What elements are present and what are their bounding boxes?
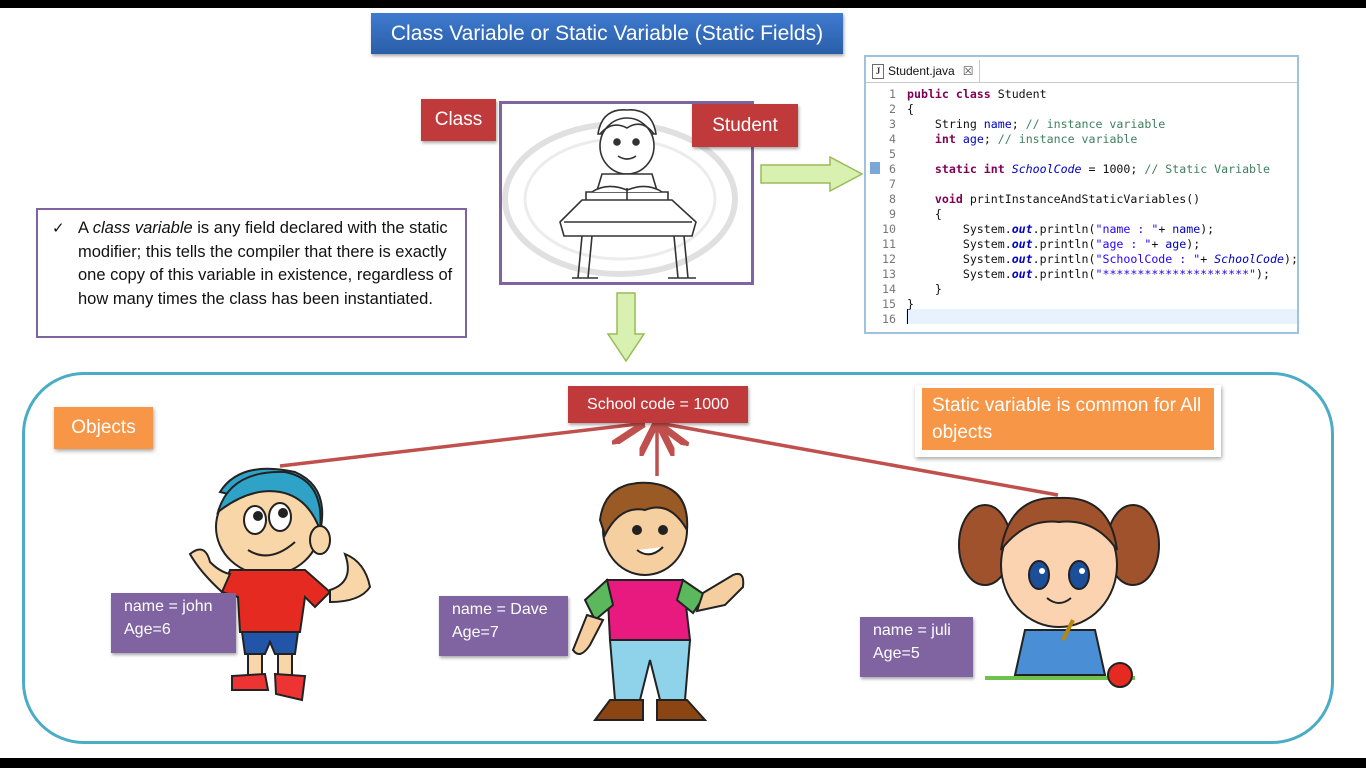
girl-juli-drawing: [958, 496, 1160, 688]
line-number: 4: [889, 132, 896, 146]
code-line: System.out.println("********************…: [907, 267, 1270, 281]
code-line: System.out.println("name : "+ name);: [907, 222, 1215, 236]
code-line: static int SchoolCode = 1000; // Static …: [934, 162, 1270, 176]
boy-john-drawing: [188, 467, 372, 702]
objects-label: Objects: [54, 407, 153, 449]
student-info-dave: name = Dave Age=7: [439, 596, 568, 656]
student-name: name = Dave: [452, 601, 548, 618]
line-number: 13: [882, 267, 896, 281]
student-info-john: name = john Age=6: [111, 593, 236, 653]
current-line-highlight: [906, 309, 1297, 324]
line-number: 16: [882, 312, 896, 326]
code-line: }: [907, 297, 914, 311]
down-arrow-icon: [606, 292, 646, 363]
close-icon[interactable]: ☒: [962, 64, 974, 78]
tab-label: Student.java: [888, 64, 955, 78]
static-note: Static variable is common for All object…: [922, 388, 1214, 450]
line-number: 12: [882, 252, 896, 266]
student-age: Age=6: [124, 621, 171, 638]
code-line: public class Student: [907, 87, 1047, 101]
line-number: 3: [889, 117, 896, 131]
definition-term: class variable: [92, 219, 193, 237]
line-number: 1: [889, 87, 896, 101]
code-line: String name; // instance variable: [907, 117, 1166, 131]
code-line: void printInstanceAndStaticVariables(): [934, 192, 1201, 206]
definition-box: ✓ A class variable is any field declared…: [36, 208, 467, 338]
line-number: 15: [882, 297, 896, 311]
java-file-icon: J: [872, 63, 884, 79]
student-name: name = john: [124, 598, 213, 615]
tab-student-java[interactable]: J Student.java ☒: [868, 60, 981, 82]
line-number: 5: [889, 147, 896, 161]
student-drawing: [502, 109, 738, 279]
line-number: 2: [889, 102, 896, 116]
tab-divider: [866, 82, 1297, 83]
definition-rest: is any field declared with the static mo…: [78, 219, 453, 308]
line-number: 8: [889, 192, 896, 206]
code-line: System.out.println("age : "+ age);: [907, 237, 1201, 251]
student-age: Age=5: [873, 645, 920, 662]
school-code-label: School code = 1000: [568, 386, 748, 423]
code-line: {: [907, 207, 942, 221]
student-name: name = juli: [873, 622, 951, 639]
code-line: {: [907, 102, 914, 116]
text-cursor: [907, 309, 908, 324]
line-number: 7: [889, 177, 896, 191]
class-label: Class: [421, 99, 496, 141]
line-number: 6: [889, 162, 896, 176]
top-black-bar: [0, 0, 1366, 8]
student-age: Age=7: [452, 624, 499, 641]
code-line: int age; // instance variable: [934, 132, 1138, 146]
code-line: }: [907, 282, 942, 296]
bottom-black-bar: [0, 758, 1366, 768]
line-number: 9: [889, 207, 896, 221]
student-image-box: [499, 101, 754, 285]
boy-dave-drawing: [571, 481, 745, 721]
right-arrow-icon: [760, 155, 864, 193]
slide-title: Class Variable or Static Variable (Stati…: [371, 13, 843, 54]
code-line: System.out.println("SchoolCode : "+ Scho…: [907, 252, 1298, 266]
line-number: 11: [882, 237, 896, 251]
definition-text: A class variable is any field declared w…: [78, 217, 455, 311]
line-number: 10: [882, 222, 896, 236]
student-info-juli: name = juli Age=5: [860, 617, 973, 677]
check-icon: ✓: [52, 220, 65, 237]
student-label: Student: [692, 104, 798, 147]
definition-article: A: [78, 219, 89, 237]
line-number: 14: [882, 282, 896, 296]
breakpoint-marker: [870, 162, 880, 174]
